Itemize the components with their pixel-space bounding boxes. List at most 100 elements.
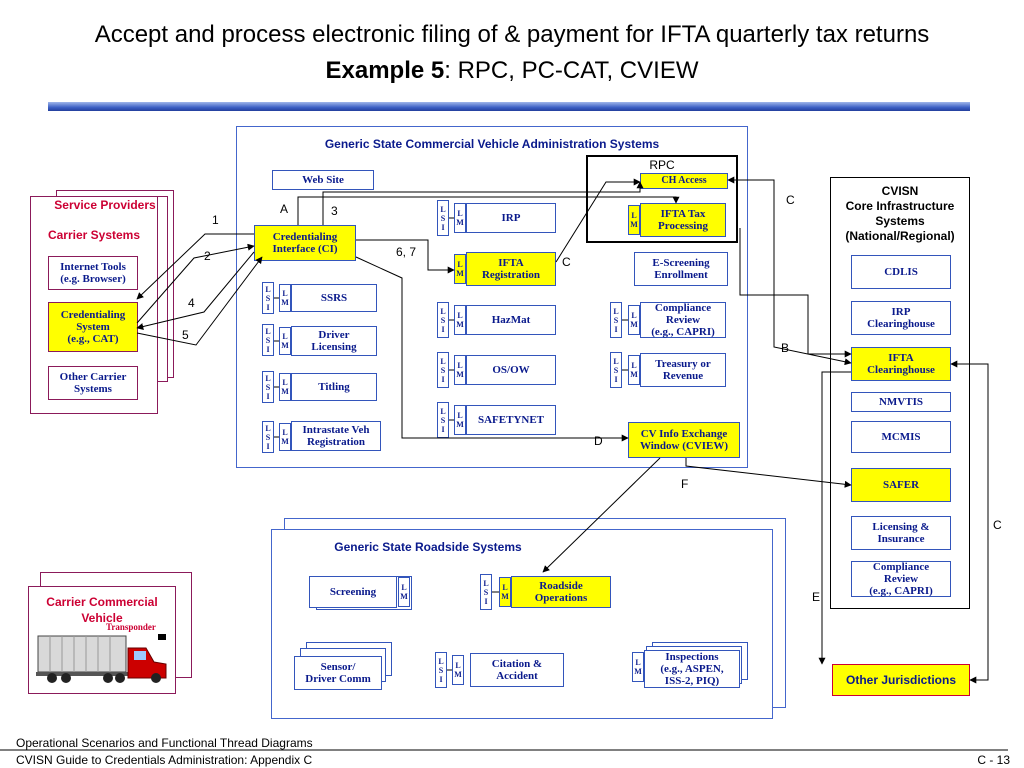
lsi-l: L bbox=[438, 656, 444, 666]
internet-tools-box[interactable]: Internet Tools(e.g. Browser) bbox=[48, 256, 138, 290]
lsi-s: S bbox=[265, 382, 271, 392]
lm-m: M bbox=[281, 387, 289, 396]
cview-line1: CV Info Exchange bbox=[640, 428, 728, 440]
footer-page: C - 13 bbox=[977, 753, 1010, 767]
flow-label-d: D bbox=[594, 434, 603, 448]
treasury-line1: Treasury or bbox=[655, 358, 711, 370]
sensor-box[interactable]: Sensor/Driver Comm bbox=[294, 656, 382, 690]
ifta-ch-line1: IFTA bbox=[888, 352, 914, 364]
safer-box[interactable]: SAFER bbox=[851, 468, 951, 502]
lm-l: L bbox=[401, 583, 407, 592]
flow-label-5: 5 bbox=[182, 328, 189, 342]
lm-m: M bbox=[456, 370, 464, 379]
lm-l: L bbox=[457, 361, 463, 370]
lsi-i: I bbox=[614, 324, 618, 334]
cvisn-comp-line2: Review bbox=[883, 573, 919, 585]
lm-l: L bbox=[282, 332, 288, 341]
lsi-l: L bbox=[265, 423, 271, 433]
lm-l: L bbox=[631, 211, 637, 220]
lsi-i: I bbox=[441, 424, 445, 434]
flow-label-3: 3 bbox=[331, 204, 338, 218]
cvisn-comp-line3: (e.g., CAPRI) bbox=[869, 585, 933, 597]
cdlis-box[interactable]: CDLIS bbox=[851, 255, 951, 289]
cred-system-line3: (e.g., CAT) bbox=[67, 333, 119, 345]
roadside-ops-line1: Roadside bbox=[539, 580, 583, 592]
citation-line1: Citation & bbox=[491, 658, 543, 670]
carrier-systems-title: Carrier Systems bbox=[47, 228, 141, 242]
flow-label-b: B bbox=[781, 341, 790, 355]
lsi-l: L bbox=[613, 306, 619, 316]
ssrs-box[interactable]: SSRS bbox=[291, 284, 377, 312]
citation-accident-box[interactable]: Citation &Accident bbox=[470, 653, 564, 687]
inspections-box[interactable]: Inspections(e.g., ASPEN,ISS-2, PIQ) bbox=[644, 650, 740, 688]
footer-line2: CVISN Guide to Credentials Administratio… bbox=[16, 753, 313, 767]
flow-2 bbox=[136, 243, 255, 324]
irp-box[interactable]: IRP bbox=[466, 203, 556, 233]
lm-m: M bbox=[281, 298, 289, 307]
sensor-line1: Sensor/ bbox=[320, 661, 356, 673]
titling-box[interactable]: Titling bbox=[291, 373, 377, 401]
transponder-label: Transponder bbox=[106, 622, 156, 632]
licensing-insurance-box[interactable]: Licensing &Insurance bbox=[851, 516, 951, 550]
truck-window bbox=[134, 651, 146, 660]
lm-m: M bbox=[281, 437, 289, 446]
truck-trailer bbox=[37, 635, 127, 673]
cred-system-line1: Credentialing bbox=[60, 309, 126, 321]
lm-m: M bbox=[630, 220, 638, 229]
flow-67 bbox=[356, 239, 455, 274]
lsi-l: L bbox=[613, 356, 619, 366]
comp-line2: Review bbox=[665, 314, 701, 326]
mcmis-box[interactable]: MCMIS bbox=[851, 421, 951, 453]
cvisn-title-2: Core Infrastructure bbox=[845, 199, 955, 213]
lm-m: M bbox=[456, 269, 464, 278]
osow-box[interactable]: OS/OW bbox=[466, 355, 556, 385]
flow-label-c3: C bbox=[993, 518, 1002, 532]
flow-f bbox=[685, 458, 852, 488]
safetynet-box[interactable]: SAFETYNET bbox=[466, 405, 556, 435]
lsi-s: S bbox=[483, 587, 489, 597]
lsi-l: L bbox=[440, 406, 446, 416]
ifta-ch-line2: Clearinghouse bbox=[867, 364, 935, 376]
comp-line1: Compliance bbox=[654, 302, 712, 314]
screening-box[interactable]: Screening bbox=[309, 576, 397, 608]
other-carrier-line1: Other Carrier bbox=[59, 371, 127, 383]
flow-label-4: 4 bbox=[188, 296, 195, 310]
web-site-box[interactable]: Web Site bbox=[272, 170, 374, 190]
nmvtis-box[interactable]: NMVTIS bbox=[851, 392, 951, 412]
cred-system-line2: System bbox=[76, 321, 110, 333]
lm-l: L bbox=[457, 209, 463, 218]
subtitle-example: Example 5 bbox=[325, 57, 445, 84]
lsi-s: S bbox=[613, 365, 619, 375]
driver-line1: Driver bbox=[318, 329, 350, 341]
irp-ch-line2: Clearinghouse bbox=[867, 318, 935, 330]
lm-m: M bbox=[400, 592, 408, 601]
hazmat-box[interactable]: HazMat bbox=[466, 305, 556, 335]
lm-m: M bbox=[501, 592, 509, 601]
cvisn-title-3: Systems bbox=[875, 214, 925, 228]
lsi-i: I bbox=[441, 374, 445, 384]
lsi-l: L bbox=[265, 373, 271, 383]
lsi-i: I bbox=[266, 441, 270, 451]
